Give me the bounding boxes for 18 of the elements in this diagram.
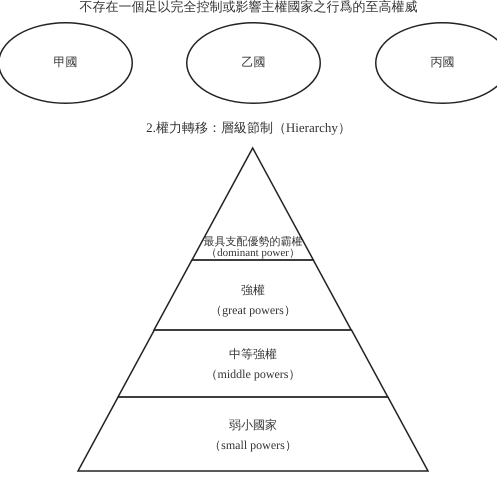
country-name: 丙國: [430, 55, 454, 69]
tier-name: 最具支配優勢的霸權: [203, 237, 302, 248]
section-title: 2.權力轉移：層級節制（Hierarchy）: [146, 121, 351, 135]
tier-name: 強權: [240, 283, 265, 297]
pyramid-tier: [118, 330, 388, 397]
pyramid-tier: [154, 260, 352, 330]
country-name: 甲國: [54, 55, 78, 69]
pyramid-tier: [78, 397, 428, 471]
heading-text: 不存在一個足以完全控制或影響主權國家之行爲的至高權威: [80, 0, 418, 14]
tier-english-name: （small powers）: [209, 438, 297, 452]
country-name: 乙國: [242, 55, 266, 69]
tier-name: 中等強權: [228, 347, 277, 361]
country-ellipse: [186, 22, 321, 104]
pyramid-apex-section: [192, 148, 314, 260]
tier-name: 弱小國家: [229, 418, 277, 432]
tier-english-name: （great powers）: [210, 303, 296, 317]
tier-english-name: （middle powers）: [205, 367, 300, 381]
tier-english-name: （dominant power）: [206, 248, 300, 259]
